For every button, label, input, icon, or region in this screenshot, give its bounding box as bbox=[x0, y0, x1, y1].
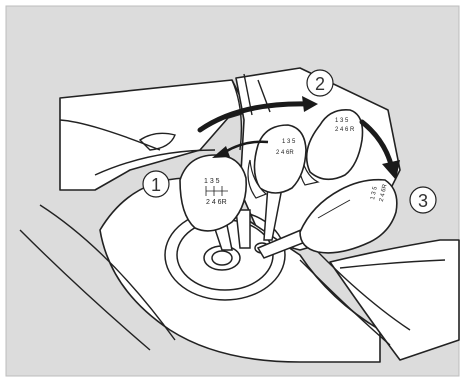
svg-text:2 4 6R: 2 4 6R bbox=[206, 199, 227, 206]
svg-text:2 4 6 R: 2 4 6 R bbox=[335, 127, 355, 133]
svg-text:1 3 5: 1 3 5 bbox=[282, 139, 296, 145]
svg-text:2 4 6R: 2 4 6R bbox=[276, 150, 294, 156]
svg-text:1 3 5: 1 3 5 bbox=[204, 178, 220, 185]
svg-text:1 3 5: 1 3 5 bbox=[335, 118, 349, 124]
step-1-label: 1 bbox=[151, 175, 161, 195]
step-1-marker: 1 bbox=[143, 171, 169, 197]
step-3-label: 3 bbox=[418, 191, 428, 211]
step-3-marker: 3 bbox=[410, 187, 436, 213]
step-2-marker: 2 bbox=[307, 70, 333, 96]
step-2-label: 2 bbox=[315, 74, 325, 94]
